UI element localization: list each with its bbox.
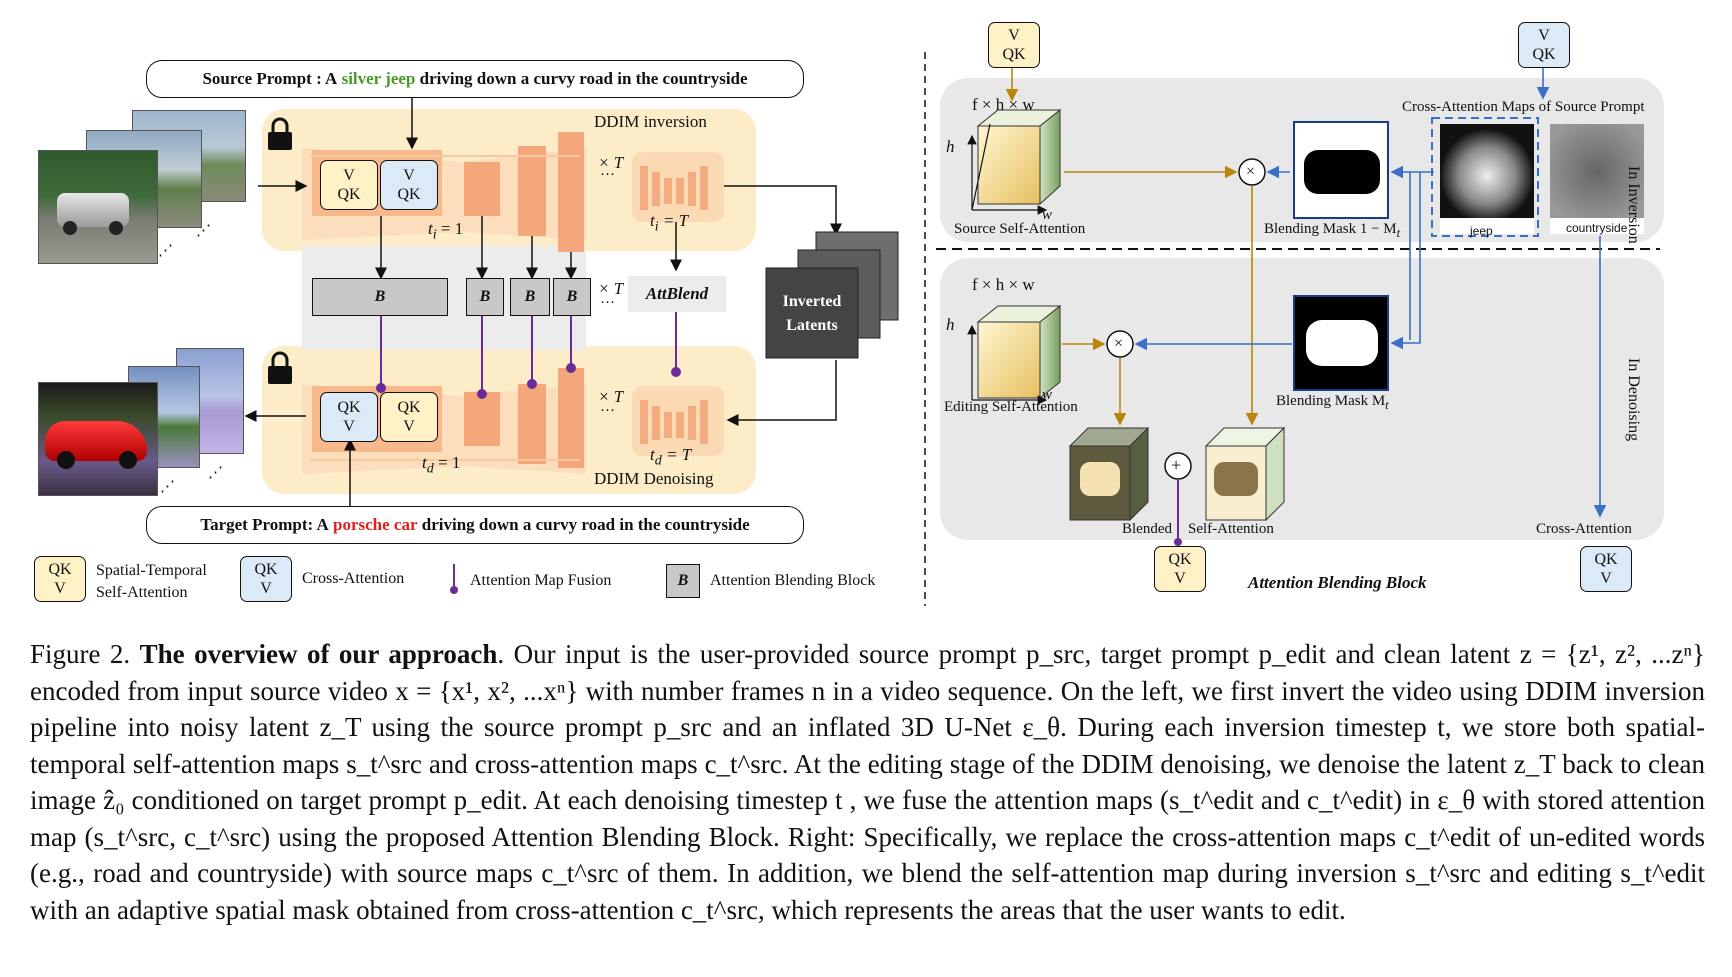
figure-caption: Figure 2. The overview of our approach. … bbox=[30, 636, 1705, 928]
caption-text: . Our input is the user-provided source … bbox=[30, 639, 1706, 925]
cube-dims-top: f × h × w bbox=[972, 95, 1035, 114]
countryside-label: countryside bbox=[1566, 221, 1628, 235]
fusion-lines bbox=[376, 312, 681, 399]
inverted-latents-label: Inverted Latents bbox=[782, 293, 842, 334]
axis-h-bottom: h bbox=[946, 315, 955, 334]
times-t-mid: × T bbox=[598, 279, 624, 298]
target-prompt: Target Prompt: A porsche car driving dow… bbox=[146, 506, 804, 544]
times-t-top: × T bbox=[598, 153, 624, 172]
blending-mask-label: Blending Mask Mt bbox=[1276, 393, 1389, 412]
blended-cube-right bbox=[1204, 426, 1286, 522]
frames-ellipsis-bot: ⋰ bbox=[160, 479, 175, 495]
axis-w-top: w bbox=[1042, 207, 1053, 223]
attblend-label: AttBlend bbox=[628, 276, 726, 312]
frames-ellipsis-bot2: ⋰ bbox=[208, 465, 223, 481]
blended-cube-left bbox=[1068, 426, 1150, 522]
ellipsis-top: … bbox=[600, 163, 615, 179]
in-inversion-label: In Inversion bbox=[1625, 166, 1642, 244]
caption-fig: Figure 2. bbox=[30, 639, 131, 669]
ddim-inversion-label: DDIM inversion bbox=[594, 112, 707, 131]
ellipsis-mid: … bbox=[600, 291, 615, 307]
attention-blending-block-title: Attention Blending Block bbox=[1248, 573, 1427, 592]
small-unet-top bbox=[632, 152, 724, 222]
legend-blending-box: B bbox=[666, 564, 700, 598]
edited-frame-front bbox=[38, 382, 158, 496]
times-t-bot: × T bbox=[598, 387, 624, 406]
times-op-2: × bbox=[1114, 335, 1124, 352]
source-frame-front bbox=[38, 150, 158, 264]
blending-mask-inv-label: Blending Mask 1 − Mt bbox=[1264, 221, 1401, 240]
times-op-1: × bbox=[1246, 163, 1256, 180]
lock-icon bbox=[268, 117, 292, 384]
axis-h-top: h bbox=[946, 137, 955, 156]
target-highlight: porsche car bbox=[333, 515, 418, 534]
source-highlight: silver jeep bbox=[341, 69, 416, 88]
blend-block-1: B bbox=[466, 278, 504, 316]
blend-block-wide: B bbox=[312, 278, 448, 316]
ti-T-label: ti = T bbox=[650, 211, 689, 235]
in-denoising-label: In Denoising bbox=[1625, 358, 1642, 442]
blended-label: Blended bbox=[1122, 521, 1172, 537]
cube-dims-bottom: f × h × w bbox=[972, 275, 1035, 294]
blend-block-3: B bbox=[553, 278, 591, 316]
cross-maps-title: Cross-Attention Maps of Source Prompt bbox=[1402, 99, 1645, 115]
legend-self-attn-label: Spatial-Temporal Self-Attention bbox=[96, 562, 207, 601]
small-unet-bottom bbox=[632, 386, 724, 456]
ti-1-label: ti = 1 bbox=[428, 219, 464, 243]
editing-self-attention-label: Editing Self-Attention bbox=[944, 399, 1078, 415]
editing-self-attention-cube bbox=[976, 304, 1062, 400]
td-1-label: td = 1 bbox=[422, 453, 461, 477]
source-self-attention-label: Source Self-Attention bbox=[954, 221, 1086, 237]
axis-w-bottom: w bbox=[1042, 387, 1053, 403]
self-attention-label: Self-Attention bbox=[1188, 521, 1274, 537]
blend-block-2: B bbox=[510, 278, 550, 316]
source-self-attention-cube bbox=[976, 108, 1062, 206]
cross-attention-label: Cross-Attention bbox=[1536, 521, 1632, 537]
ellipsis-bot: … bbox=[600, 399, 615, 415]
legend-blending-label: Attention Blending Block bbox=[710, 572, 876, 589]
caption-title: The overview of our approach bbox=[139, 639, 498, 669]
td-T-label: td = T bbox=[650, 445, 692, 469]
frames-ellipsis-top: ⋰ bbox=[196, 223, 211, 239]
plus-op: + bbox=[1171, 455, 1182, 475]
legend-cross-attn-label: Cross-Attention bbox=[302, 570, 405, 587]
legend-fusion-label: Attention Map Fusion bbox=[470, 572, 612, 589]
frames-ellipsis-mid: ⋰ bbox=[158, 243, 173, 259]
ddim-denoising-label: DDIM Denoising bbox=[594, 469, 714, 488]
jeep-label: jeep bbox=[1470, 224, 1493, 238]
source-prompt: Source Prompt : A silver jeep driving do… bbox=[146, 60, 804, 98]
